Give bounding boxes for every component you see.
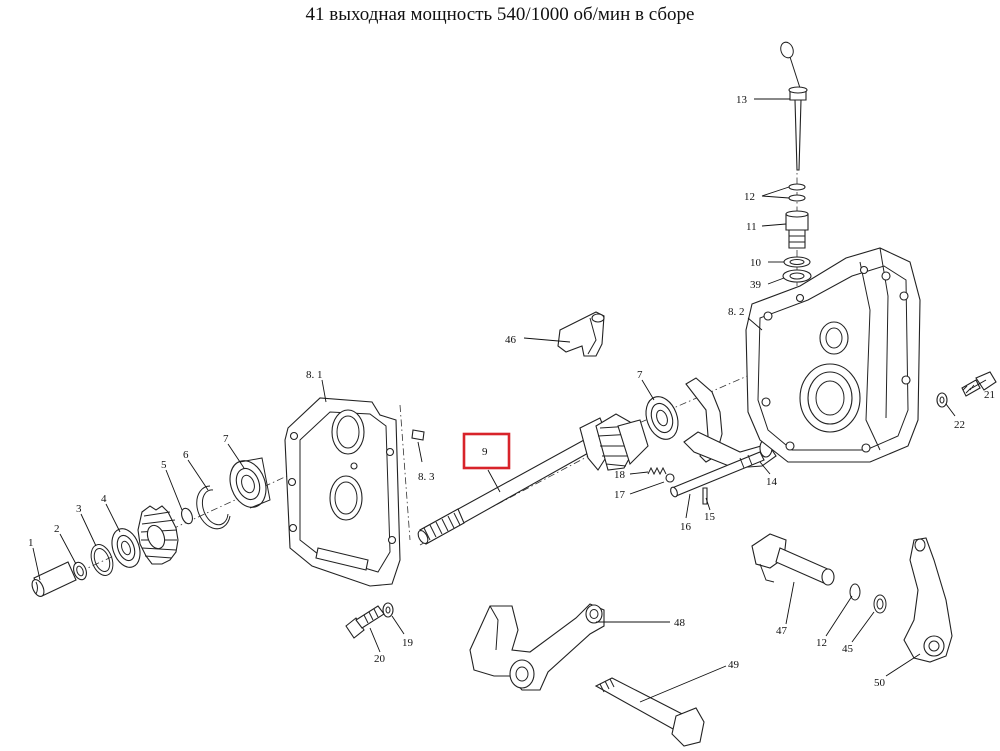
callout-48[interactable]: 48 [674,617,686,629]
part-13-dipstick [780,41,808,171]
part-18-spring [647,466,667,476]
callout-9[interactable]: 9 [482,446,488,458]
part-39-washer [782,269,812,283]
part-50-lever [903,537,953,663]
callout-15[interactable]: 15 [704,511,716,523]
part-47-pivot-lever [751,533,835,586]
callout-8-3[interactable]: 8. 3 [418,471,435,483]
callout-39[interactable]: 39 [750,279,762,291]
callout-8-1[interactable]: 8. 1 [306,369,323,381]
part-4-bearing [111,528,141,568]
callout-47[interactable]: 47 [776,625,788,637]
callout-19[interactable]: 19 [402,637,414,649]
part-21-bolt [961,371,997,397]
part-15-pin [702,487,708,505]
callout-14[interactable]: 14 [766,476,778,488]
part-46-lever [557,311,605,357]
callout-46[interactable]: 46 [505,334,517,346]
callout-7-right[interactable]: 7 [637,369,643,381]
part-6-ring [181,507,193,525]
callout-13[interactable]: 13 [736,94,748,106]
part-5-gear [137,505,179,565]
callout-8-2[interactable]: 8. 2 [728,306,745,318]
callout-3[interactable]: 3 [76,503,82,515]
callout-labels: 1 2 3 4 5 6 7 8. 1 8. 3 9 46 7 18 17 16 … [28,94,995,689]
part-12-o-ring-bottom [849,583,861,601]
highlight-box [462,432,511,470]
part-11-fitting [785,210,809,249]
part-1-sleeve [31,561,77,597]
callout-10[interactable]: 10 [750,257,762,269]
part-3-snap-ring [90,544,114,576]
part-8-1-housing-cover [284,397,401,587]
part-16-shift-rod [670,451,765,498]
part-8-3-pin [411,429,425,441]
part-7-bearing-right [645,396,679,440]
callout-1[interactable]: 1 [28,537,34,549]
callout-11[interactable]: 11 [746,221,757,233]
part-17-ball [665,473,675,483]
part-9-shaft [417,413,649,545]
part-19-washer [382,602,394,618]
callout-49[interactable]: 49 [728,659,740,671]
callout-12-top[interactable]: 12 [744,191,755,203]
part-22-washer [936,392,948,408]
callout-17[interactable]: 17 [614,489,626,501]
part-2-ring [73,561,87,581]
part-48-lever [469,603,605,691]
page-title: 41 выходная мощность 540/1000 об/мин в с… [305,4,695,25]
part-12-o-rings-top [788,183,806,202]
part-6-snap-ring [196,485,231,530]
callout-6[interactable]: 6 [183,449,189,461]
part-45-snap-ring [873,594,887,614]
callout-18[interactable]: 18 [614,469,626,481]
callout-16[interactable]: 16 [680,521,692,533]
part-49-bolt [594,677,705,747]
callout-5[interactable]: 5 [161,459,167,471]
callout-45[interactable]: 45 [842,643,854,655]
part-8-2-housing [745,247,921,463]
callout-7-left[interactable]: 7 [223,433,229,445]
leader-lines [32,98,987,703]
part-20-bolt [345,605,385,639]
callout-4[interactable]: 4 [101,493,107,505]
callout-22[interactable]: 22 [954,419,965,431]
callout-21[interactable]: 21 [984,389,995,401]
callout-20[interactable]: 20 [374,653,386,665]
part-10-washer [783,256,811,268]
part-7-bearing-left [229,457,271,509]
callout-2[interactable]: 2 [54,523,60,535]
callout-50[interactable]: 50 [874,677,886,689]
callout-12-bottom[interactable]: 12 [816,637,827,649]
